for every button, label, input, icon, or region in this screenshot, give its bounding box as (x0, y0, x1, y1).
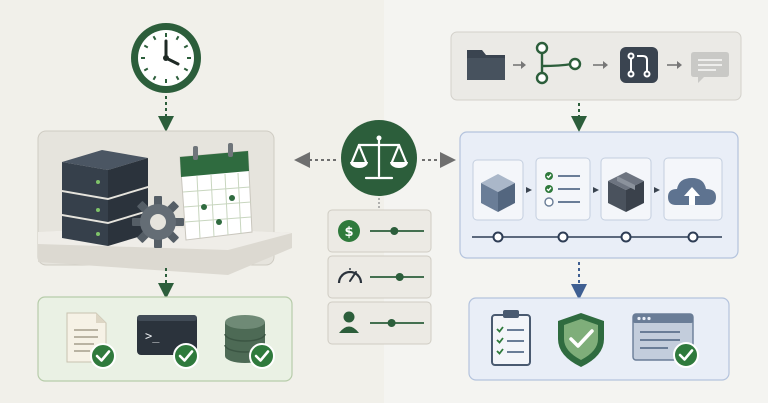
balance-scale-icon (341, 120, 417, 196)
speedometer-icon (337, 268, 363, 284)
check-icon (90, 343, 116, 369)
source-flow-panel (450, 31, 742, 101)
package-icon (472, 159, 524, 221)
dollar-icon (338, 220, 360, 242)
pull-request-icon (620, 47, 658, 83)
pipeline-timeline-nodes (492, 231, 699, 243)
git-branch-icon (535, 41, 582, 85)
folder-icon (467, 50, 505, 80)
flow-arrow-head (603, 61, 608, 69)
cloud-upload-icon (663, 157, 723, 221)
performance-slider-knob (395, 273, 404, 281)
pipeline-arrow (654, 187, 660, 193)
pipeline-arrow (526, 187, 532, 193)
criterion-card-cost: $ (327, 209, 432, 253)
comment-icon (691, 52, 729, 83)
clipboard-checklist-icon (491, 310, 531, 366)
criterion-card-people (327, 301, 432, 345)
flow-arrow-head (521, 61, 526, 69)
box-icon (600, 157, 652, 221)
flow-arrow-head (677, 61, 682, 69)
check-icon (173, 343, 199, 369)
dollar-glyph: $ (344, 225, 353, 240)
gear-icon (132, 196, 184, 248)
server-rack-icon (62, 150, 148, 246)
terminal-prompt: >_ (145, 329, 160, 343)
clock-icon (131, 23, 201, 93)
people-slider-knob (387, 319, 396, 327)
check-icon (673, 342, 699, 368)
checklist-icon (535, 157, 591, 221)
criterion-card-performance (327, 255, 432, 299)
cost-slider-knob (390, 227, 399, 235)
user-icon (339, 311, 359, 333)
pipeline-arrow (593, 187, 599, 193)
shield-check-icon (558, 313, 604, 367)
calendar-icon (179, 143, 253, 241)
check-icon (249, 343, 275, 369)
